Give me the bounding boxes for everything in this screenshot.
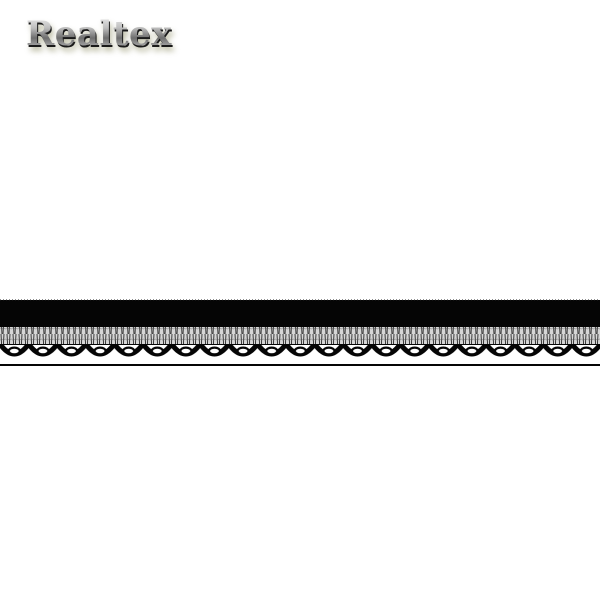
elastic-band xyxy=(0,300,600,328)
lace-trim xyxy=(0,299,600,366)
scalloped-edge xyxy=(0,344,600,366)
brand-logo: Realtex xyxy=(26,14,172,54)
sheer-mesh xyxy=(0,327,600,345)
